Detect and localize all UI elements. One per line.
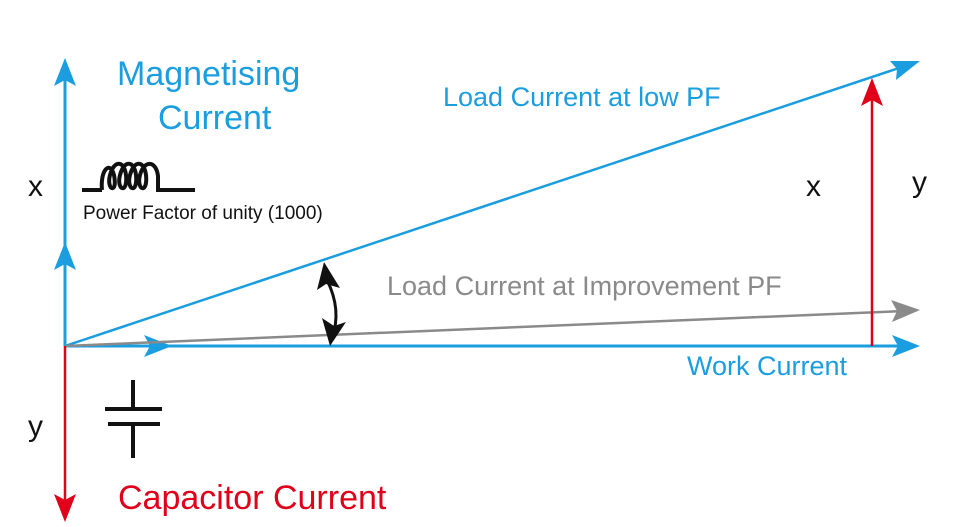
x-right-label: x — [806, 170, 821, 203]
load-low-pf-label: Load Current at low PF — [443, 82, 721, 112]
y-right-label: y — [912, 166, 927, 199]
arrowhead-up-icon — [54, 242, 76, 270]
magnetising-label-line1: Magnetising — [117, 55, 301, 93]
arrowhead-right-icon — [892, 335, 920, 357]
arrowhead-right-icon — [144, 335, 172, 357]
y-left-label: y — [28, 410, 43, 443]
arrowhead-down-icon — [54, 494, 76, 522]
inductor-icon — [82, 161, 195, 192]
magnetising-label-line2: Current — [158, 99, 272, 137]
load-improved-pf-label: Load Current at Improvement PF — [387, 271, 782, 301]
load-current-low-pf-vector — [64, 64, 906, 348]
capacitor-icon — [105, 380, 162, 458]
arrowhead-icon — [891, 300, 920, 322]
power-factor-label: Power Factor of unity (1000) — [83, 203, 323, 224]
x-left-label: x — [28, 170, 43, 203]
load-current-improved-pf-vector — [64, 309, 906, 348]
capacitor-current-label: Capacitor Current — [118, 479, 387, 517]
angle-arrow-icon — [317, 262, 346, 346]
work-current-label: Work Current — [687, 351, 848, 381]
arrowhead-icon — [890, 61, 920, 80]
arrowhead-up-icon — [861, 78, 883, 106]
arrowhead-up-icon — [54, 58, 76, 86]
